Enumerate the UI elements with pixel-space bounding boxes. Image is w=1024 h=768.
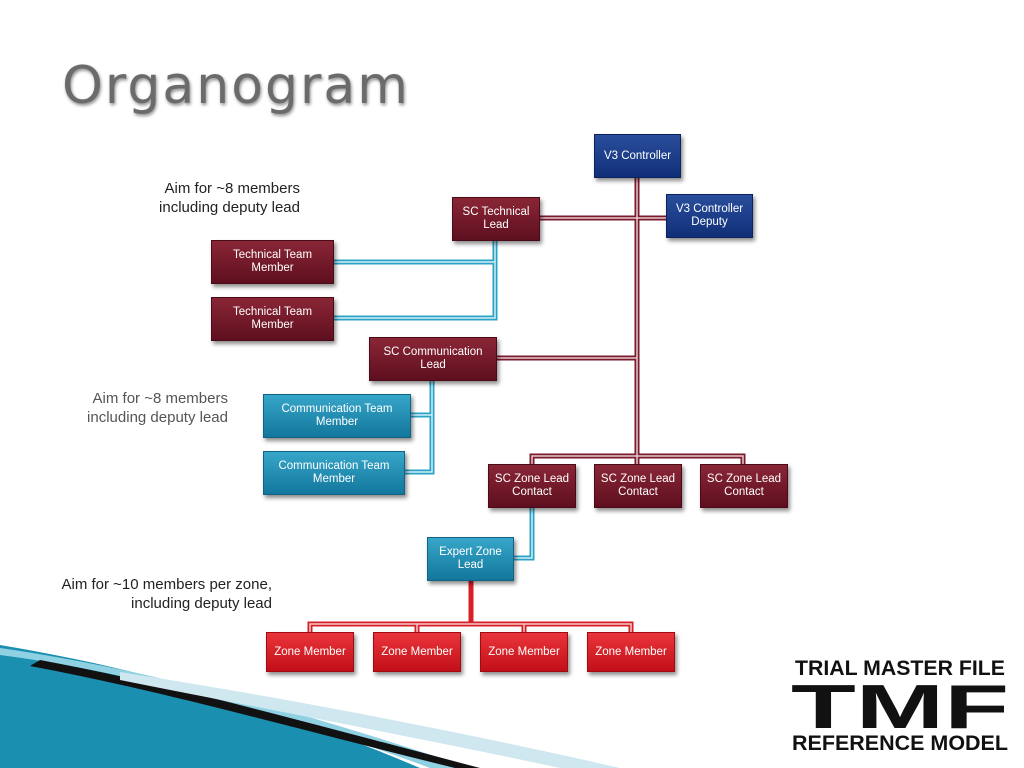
node-label-line-2: Deputy	[691, 216, 728, 228]
node-label-line-2: Contact	[618, 486, 658, 498]
node-label-line-1: Technical Team	[232, 249, 313, 261]
page-title: Organogram	[62, 56, 410, 116]
expert-zone-lead-node: Expert Zone Lead	[427, 537, 514, 581]
communication-note-line-1: Aim for ~8 members	[92, 390, 228, 407]
technical-team-member-node: Technical Team Member	[211, 240, 334, 284]
zone-member-node: Zone Member	[266, 632, 354, 672]
node-label-line-2: Contact	[512, 486, 552, 498]
node-label-line-1: Expert Zone	[439, 546, 502, 558]
communication-team-note: Aim for ~8 members including deputy lead	[40, 389, 228, 427]
node-label-line-2: Member	[251, 319, 294, 331]
node-label-line-2: Lead	[457, 559, 484, 571]
communication-note-line-2: including deputy lead	[87, 409, 228, 426]
node-label: Zone Member	[595, 645, 667, 658]
technical-team-member-node: Technical Team Member	[211, 297, 334, 341]
technical-note-line-2: including deputy lead	[159, 199, 300, 216]
zone-member-node: Zone Member	[373, 632, 461, 672]
logo-mark-text: TMF	[791, 673, 1009, 742]
node-label-line-1: SC Communication	[383, 346, 483, 358]
v3-controller-label: V3 Controller	[603, 149, 672, 162]
zone-note-line-1: Aim for ~10 members per zone,	[61, 576, 272, 593]
node-label-line-2: Member	[315, 416, 359, 428]
logo-top-text: TRIAL MASTER FILE	[795, 657, 1005, 680]
zone-member-node: Zone Member	[480, 632, 568, 672]
sc-zone-lead-contact-node: SC Zone Lead Contact	[700, 464, 788, 508]
node-label: Zone Member	[488, 645, 560, 658]
node-label-line-2: Lead	[420, 359, 446, 371]
node-label-line-1: V3 Controller	[675, 203, 744, 215]
v3-controller-node: V3 Controller	[594, 134, 681, 178]
node-label: Zone Member	[274, 645, 346, 658]
zone-note-line-2: including deputy lead	[131, 595, 272, 612]
node-label-line-1: Technical Team	[232, 306, 313, 318]
node-label: Zone Member	[381, 645, 453, 658]
node-label-line-1: SC Technical	[462, 206, 530, 218]
node-label-line-2: Lead	[483, 219, 509, 231]
sc-zone-lead-contact-node: SC Zone Lead Contact	[594, 464, 682, 508]
technical-team-note: Aim for ~8 members including deputy lead	[120, 179, 300, 217]
tmf-logo: TRIAL MASTER FILE TMF REFERENCE MODEL	[791, 657, 1009, 754]
communication-team-member-node: Communication Team Member	[263, 451, 405, 495]
node-label-line-1: Communication Team	[278, 460, 390, 472]
node-label-line-2: Member	[312, 473, 356, 485]
node-label-line-1: SC Zone Lead	[600, 473, 676, 485]
communication-team-member-node: Communication Team Member	[263, 394, 411, 438]
zone-member-node: Zone Member	[587, 632, 675, 672]
sc-communication-lead-node: SC Communication Lead	[369, 337, 497, 381]
sc-technical-lead-node: SC Technical Lead	[452, 197, 540, 241]
node-label-line-2: Contact	[724, 486, 764, 498]
zone-note: Aim for ~10 members per zone, including …	[14, 575, 272, 613]
logo-bottom-text: REFERENCE MODEL	[792, 732, 1008, 754]
node-label-line-1: Communication Team	[281, 403, 393, 415]
v3-controller-deputy-node: V3 Controller Deputy	[666, 194, 753, 238]
node-label-line-2: Member	[251, 262, 294, 274]
node-label-line-1: SC Zone Lead	[706, 473, 782, 485]
node-label-line-1: SC Zone Lead	[494, 473, 570, 485]
sc-zone-lead-contact-node: SC Zone Lead Contact	[488, 464, 576, 508]
technical-note-line-1: Aim for ~8 members	[164, 180, 300, 197]
